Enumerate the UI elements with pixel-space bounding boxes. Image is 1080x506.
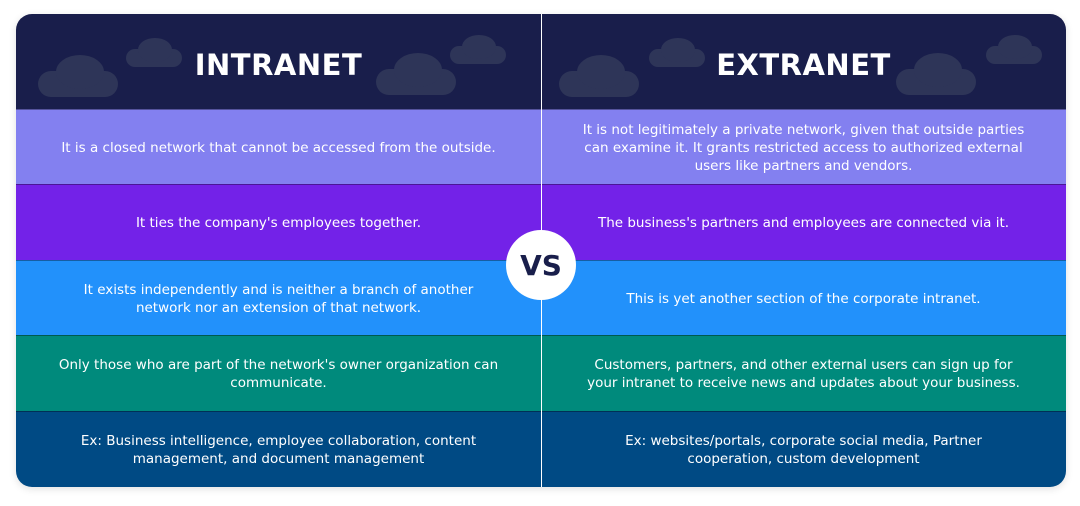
cloud-icon	[38, 55, 118, 97]
intranet-cell: It exists independently and is neither a…	[83, 281, 474, 316]
extranet-cell: The business's partners and employees ar…	[597, 215, 1010, 231]
cloud-icon	[896, 53, 976, 95]
intranet-cell: It is a closed network that cannot be ac…	[61, 139, 496, 156]
cloud-icon	[649, 38, 705, 67]
cloud-icon	[559, 55, 639, 97]
vs-badge: VS	[506, 230, 576, 300]
intranet-title: INTRANET	[194, 48, 363, 82]
extranet-cell: Customers, partners, and other external …	[587, 357, 1020, 391]
extranet-title: EXTRANET	[716, 48, 891, 82]
cloud-icon	[376, 53, 456, 95]
comparison-card: INTRANET EXTRANET It is a closed network…	[16, 14, 1066, 487]
intranet-cell: Only those who are part of the network's…	[58, 357, 499, 391]
cloud-icon	[126, 38, 182, 67]
intranet-cell: It ties the company's employees together…	[135, 215, 422, 231]
cloud-icon	[986, 35, 1042, 64]
extranet-cell: Ex: websites/portals, corporate social m…	[625, 433, 982, 467]
cloud-icon	[450, 35, 506, 64]
extranet-cell: This is yet another section of the corpo…	[626, 290, 981, 307]
extranet-cell: It is not legitimately a private network…	[582, 121, 1025, 174]
intranet-cell: Ex: Business intelligence, employee coll…	[80, 433, 477, 467]
